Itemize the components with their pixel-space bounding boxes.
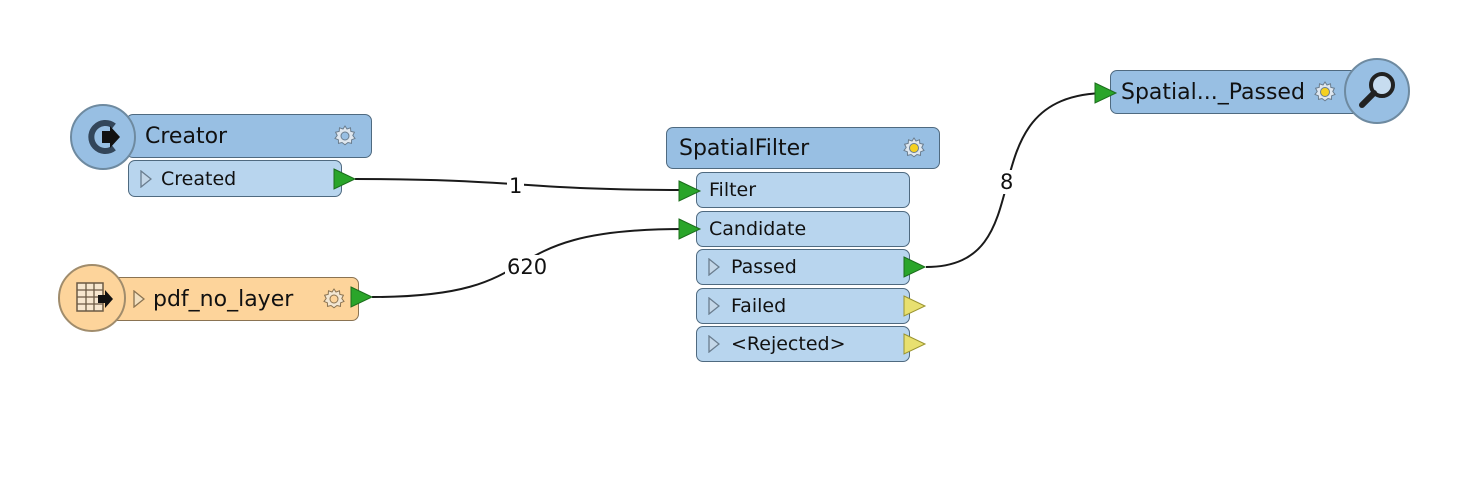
node-title: SpatialFilter <box>679 135 810 161</box>
wire-passed-to-inspector[interactable] <box>925 92 1109 268</box>
output-port-connected-icon[interactable] <box>350 286 374 308</box>
port-label: Failed <box>731 295 787 317</box>
table-reader-icon[interactable] <box>58 264 126 332</box>
input-port-connected-icon[interactable] <box>678 180 702 202</box>
inspector-header[interactable]: Spatial..._Passed <box>1110 70 1360 114</box>
feature-count-label: 620 <box>505 255 550 279</box>
output-port-failed[interactable]: Failed <box>696 288 910 324</box>
creator-port-created[interactable]: Created <box>128 160 342 197</box>
expand-triangle-icon[interactable] <box>708 297 720 315</box>
port-label: Created <box>161 167 237 190</box>
spatialfilter-header[interactable]: SpatialFilter <box>666 127 940 169</box>
creator-header[interactable]: Creator <box>126 114 372 158</box>
port-label: <Rejected> <box>731 333 846 355</box>
input-port-filter[interactable]: Filter <box>696 172 910 208</box>
gear-icon[interactable] <box>902 136 926 160</box>
magnifier-icon[interactable] <box>1344 58 1410 124</box>
output-port-unconnected-icon[interactable] <box>903 333 927 355</box>
output-port-connected-icon[interactable] <box>903 256 927 278</box>
expand-triangle-icon[interactable] <box>708 335 720 353</box>
expand-triangle-icon[interactable] <box>140 170 152 188</box>
node-title: Creator <box>145 123 228 149</box>
gear-icon[interactable] <box>322 287 346 311</box>
port-label: Filter <box>709 179 757 201</box>
input-port-candidate[interactable]: Candidate <box>696 211 910 247</box>
feature-count-label: 1 <box>507 174 525 198</box>
expand-triangle-icon[interactable] <box>133 290 145 308</box>
input-port-connected-icon[interactable] <box>1094 82 1118 104</box>
output-port-unconnected-icon[interactable] <box>903 295 927 317</box>
port-label: Passed <box>731 256 797 278</box>
expand-triangle-icon[interactable] <box>708 258 720 276</box>
creator-icon[interactable] <box>70 104 136 170</box>
output-port-rejected[interactable]: <Rejected> <box>696 326 910 362</box>
port-label: Candidate <box>709 218 807 240</box>
gear-icon[interactable] <box>333 124 357 148</box>
input-port-connected-icon[interactable] <box>678 218 702 240</box>
output-port-passed[interactable]: Passed <box>696 249 910 285</box>
node-title: pdf_no_layer <box>153 286 294 312</box>
node-title: Spatial..._Passed <box>1121 79 1305 105</box>
gear-icon[interactable] <box>1313 80 1337 104</box>
feature-count-label: 8 <box>998 170 1016 194</box>
output-port-connected-icon[interactable] <box>333 168 357 190</box>
